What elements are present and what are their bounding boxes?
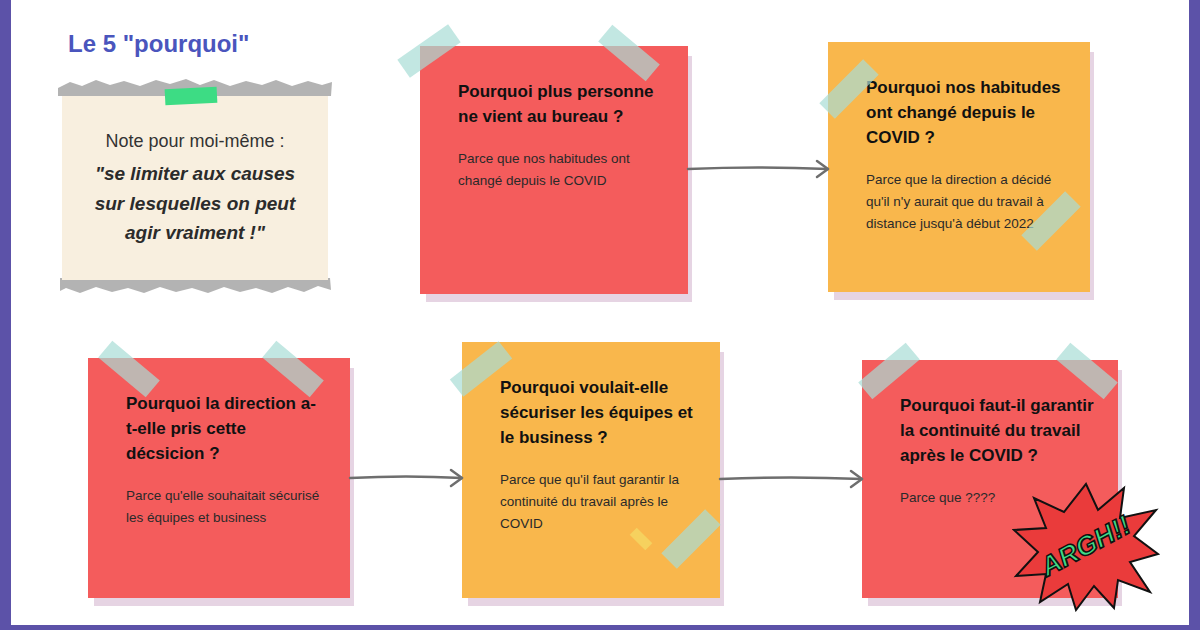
tape (1056, 343, 1118, 400)
torn-paper (60, 278, 331, 293)
burst-outline (1014, 484, 1158, 610)
tape (598, 25, 660, 82)
tape (98, 341, 160, 398)
tape (397, 24, 460, 78)
arrow-line (350, 477, 462, 479)
tape (630, 528, 653, 551)
question-text: Pourquoi nos habitudes ont changé depuis… (866, 76, 1066, 151)
sticky-note: Pourquoi la direction a-t-elle pris cett… (88, 358, 350, 598)
green-tape (165, 87, 218, 106)
tape (858, 343, 920, 400)
answer-text: Parce que ???? (900, 487, 1094, 509)
tape (262, 341, 324, 398)
answer-text: Parce que nos habitudes ont changé depui… (458, 148, 664, 193)
note-heading: Note pour moi-même : (105, 128, 284, 155)
answer-text: Parce que la direction a décidé qu'il n'… (866, 169, 1066, 236)
arrow-head (817, 161, 828, 177)
arrow-head (451, 470, 462, 486)
arrow-line (688, 168, 828, 170)
question-text: Pourquoi voulait-elle sécuriser les équi… (500, 376, 696, 451)
burst-callout: ARGH!! (1012, 480, 1160, 612)
tape (1021, 191, 1080, 250)
sticky-note: Pourquoi nos habitudes ont changé depuis… (828, 42, 1090, 292)
answer-text: Parce que qu'il faut garantir la continu… (500, 469, 696, 536)
question-text: Pourquoi faut-il garantir la continuité … (900, 394, 1094, 469)
tape (819, 59, 878, 118)
sticky-note: Pourquoi voulait-elle sécuriser les équi… (462, 342, 720, 598)
question-text: Pourquoi plus personne ne vient au burea… (458, 80, 658, 130)
answer-text: Parce qu'elle souhaitait sécurisé les éq… (126, 485, 326, 530)
arrow-connector (688, 161, 828, 177)
torn-paper (58, 79, 332, 96)
arrow-head (851, 471, 862, 487)
arrow-connector (720, 471, 862, 487)
tape (450, 341, 512, 397)
arrow-connector (350, 470, 462, 486)
question-text: Pourquoi la direction a-t-elle pris cett… (126, 392, 326, 467)
diagram-title: Le 5 "pourquoi" (68, 30, 249, 58)
tape (661, 509, 720, 568)
sticky-note: Pourquoi plus personne ne vient au burea… (420, 46, 688, 294)
note-quote: "se limiter aux causes sur lesquelles on… (84, 159, 306, 247)
arrow-line (720, 478, 862, 480)
note-box: Note pour moi-même : "se limiter aux caus… (62, 96, 328, 280)
